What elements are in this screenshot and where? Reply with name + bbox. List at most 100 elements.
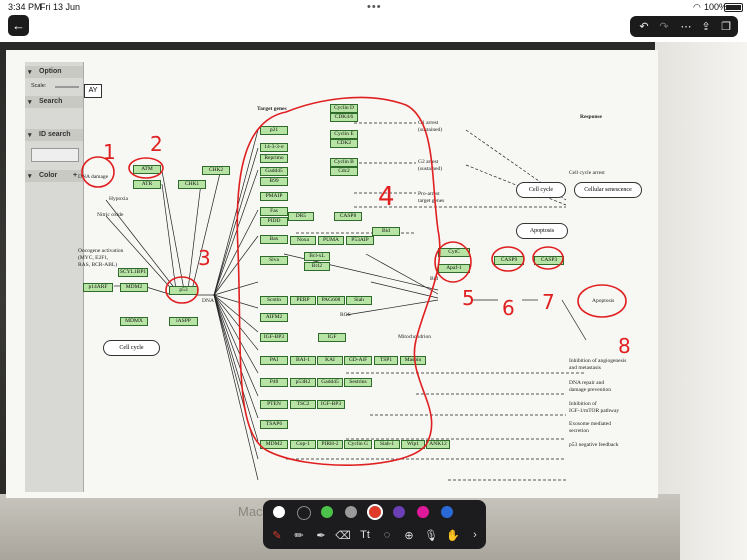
gene-wip1[interactable]: Wip1 [401,440,425,449]
gene-dr5[interactable]: DR5 [288,212,314,221]
multitask-dots-icon[interactable]: ••• [367,1,382,13]
share-icon[interactable]: ⇪ [701,20,711,33]
color-swatch-black[interactable] [297,506,311,520]
gene-siva[interactable]: Siva [260,256,288,265]
gene-cdk2[interactable]: CDK2 [330,139,358,148]
oval-apoptosis[interactable]: Apoptosis [516,223,568,239]
pen-tool-icon[interactable]: ✎ [272,529,282,542]
gene-aifm2[interactable]: AIFM2 [260,313,288,322]
gene-b99[interactable]: B99 [260,177,288,186]
gene-pirh2[interactable]: PIRH-2 [317,440,343,449]
label-cell-cycle-arrest: Cell cycle arrest [569,170,605,176]
gene-igf-bp3[interactable]: IGF-BP3 [260,333,288,342]
gene-casp3[interactable]: CASP3 [534,256,564,265]
back-button[interactable]: ← [8,15,29,36]
color-swatch-gray[interactable] [345,506,357,518]
gene-pmaip[interactable]: PMAIP [260,192,288,201]
gene-bai1[interactable]: BAI-1 [290,356,316,365]
gene-14-3-3[interactable]: 14-3-3-σ [260,143,288,152]
color-swatch-blue[interactable] [441,506,453,518]
gene-gadd45[interactable]: Gadd45 [260,167,288,176]
label-damage-prevention: damage prevention [569,387,611,393]
gene-chk1[interactable]: CHK1 [178,180,206,189]
color-swatch-white[interactable] [273,506,285,518]
gene-cyclin-d[interactable]: Cyclin D [330,104,358,113]
copy-icon[interactable]: ❐ [721,20,731,33]
gene-perp[interactable]: PERP [290,296,316,305]
atm-p53-edge [161,170,185,291]
oval-cell-cycle[interactable]: Cell cycle [516,182,566,198]
gene-gadd45-b[interactable]: Gadd45 [317,378,343,387]
marker-tool-icon[interactable]: ✒ [316,529,326,542]
gene-cyclin-g[interactable]: Cyclin G [344,440,372,449]
gene-reprimo[interactable]: Reprimo [260,154,288,163]
color-swatch-green[interactable] [321,506,333,518]
gene-cyclin-b[interactable]: Cyclin B [330,158,358,167]
gene-casp8[interactable]: CASP8 [334,212,362,221]
gene-p53aip[interactable]: P53AIP [346,236,374,245]
undo-icon[interactable]: ↶ [639,20,649,33]
gene-atr[interactable]: ATR [133,180,161,189]
gene-bcl-xl[interactable]: Bcl-xL [304,252,330,261]
search-header[interactable]: ▾Search [25,96,83,108]
gene-tsp1[interactable]: TSP1 [374,356,398,365]
mic-tool-icon[interactable]: 🎙 [424,529,438,542]
gene-tsap6[interactable]: TSAP6 [260,420,288,429]
gene-iaspp[interactable]: iASPP [169,317,198,326]
color-swatch-pink[interactable] [417,506,429,518]
gene-igf[interactable]: IGF [318,333,346,342]
gene-bcl2[interactable]: Bcl2 [304,262,330,271]
id-search-header[interactable]: ▾ID search [25,129,83,141]
gene-pag608[interactable]: PAG608 [317,296,345,305]
option-header[interactable]: ▾Option [25,66,83,78]
pencil-tool-icon[interactable]: ✏ [294,529,304,542]
gene-fas[interactable]: Fas [260,207,288,216]
more-icon[interactable]: ⋯ [680,20,692,33]
gene-igf-bp3-b[interactable]: IGF-BP3 [317,400,345,409]
gene-cyclin-e[interactable]: Cyclin E [330,130,358,139]
hand-tool-icon[interactable]: ✋ [446,529,460,542]
gene-pai[interactable]: PAI [260,356,288,365]
label-target-genes: target genes [418,198,445,204]
oval-cellular-senescence[interactable]: Cellular senescence [574,182,642,198]
gene-cop1[interactable]: Cop-1 [290,440,316,449]
gene-gd-aif[interactable]: GD-AiF [344,356,372,365]
eraser-tool-icon[interactable]: ⌫ [335,529,351,542]
id-search-input[interactable] [31,148,79,162]
gene-chk2[interactable]: CHK2 [202,166,230,175]
gene-maspin[interactable]: Maspin [400,356,426,365]
color-swatch-red[interactable] [367,504,383,520]
gene-puma[interactable]: PUMA [318,236,344,245]
redo-icon[interactable]: ↷ [659,20,669,33]
gene-p14arf[interactable]: p14ARF [83,283,113,292]
color-header[interactable]: ▾Color+ [25,170,83,182]
gene-atm[interactable]: ATM [133,165,161,174]
gene-p48[interactable]: P48 [260,378,288,387]
gene-sestrins[interactable]: Sestrins [344,378,372,387]
lasso-tool-icon[interactable]: ◌ [383,529,391,541]
color-swatch-purple[interactable] [393,506,405,518]
gene-scotin[interactable]: Scotin [260,296,288,305]
gene-kai[interactable]: KAI [317,356,343,365]
gene-tsc2[interactable]: TSC2 [290,400,316,409]
oval-cell-cycle-left[interactable]: Cell cycle [103,340,160,356]
gene-bax[interactable]: Bax [260,235,288,244]
circle-apoptosis [577,284,627,318]
scale-slider[interactable] [55,86,79,88]
gene-bid[interactable]: Bid [372,227,400,236]
gene-p21[interactable]: p21 [260,126,288,135]
text-tool-icon[interactable]: Tt [360,529,370,541]
add-tool-icon[interactable]: ⊕ [404,529,414,542]
gene-scyl1bp1[interactable]: SCYL1BP1 [118,268,148,277]
gene-cdk46[interactable]: CDK4/6 [330,113,358,122]
gene-siah1[interactable]: Siah-1 [374,440,400,449]
gene-cdc2[interactable]: Cdc2 [330,167,358,176]
gene-p53r2[interactable]: p53R2 [290,378,316,387]
gene-siah[interactable]: Siah [346,296,372,305]
gene-noxa[interactable]: Noxa [290,236,316,245]
gene-pten[interactable]: PTEN [260,400,288,409]
gene-mdm2[interactable]: MDM2 [120,283,148,292]
gene-mdmx[interactable]: MDMX [120,317,148,326]
gene-pidd[interactable]: PIDD [260,217,288,226]
next-tools-icon[interactable]: › [473,529,477,541]
